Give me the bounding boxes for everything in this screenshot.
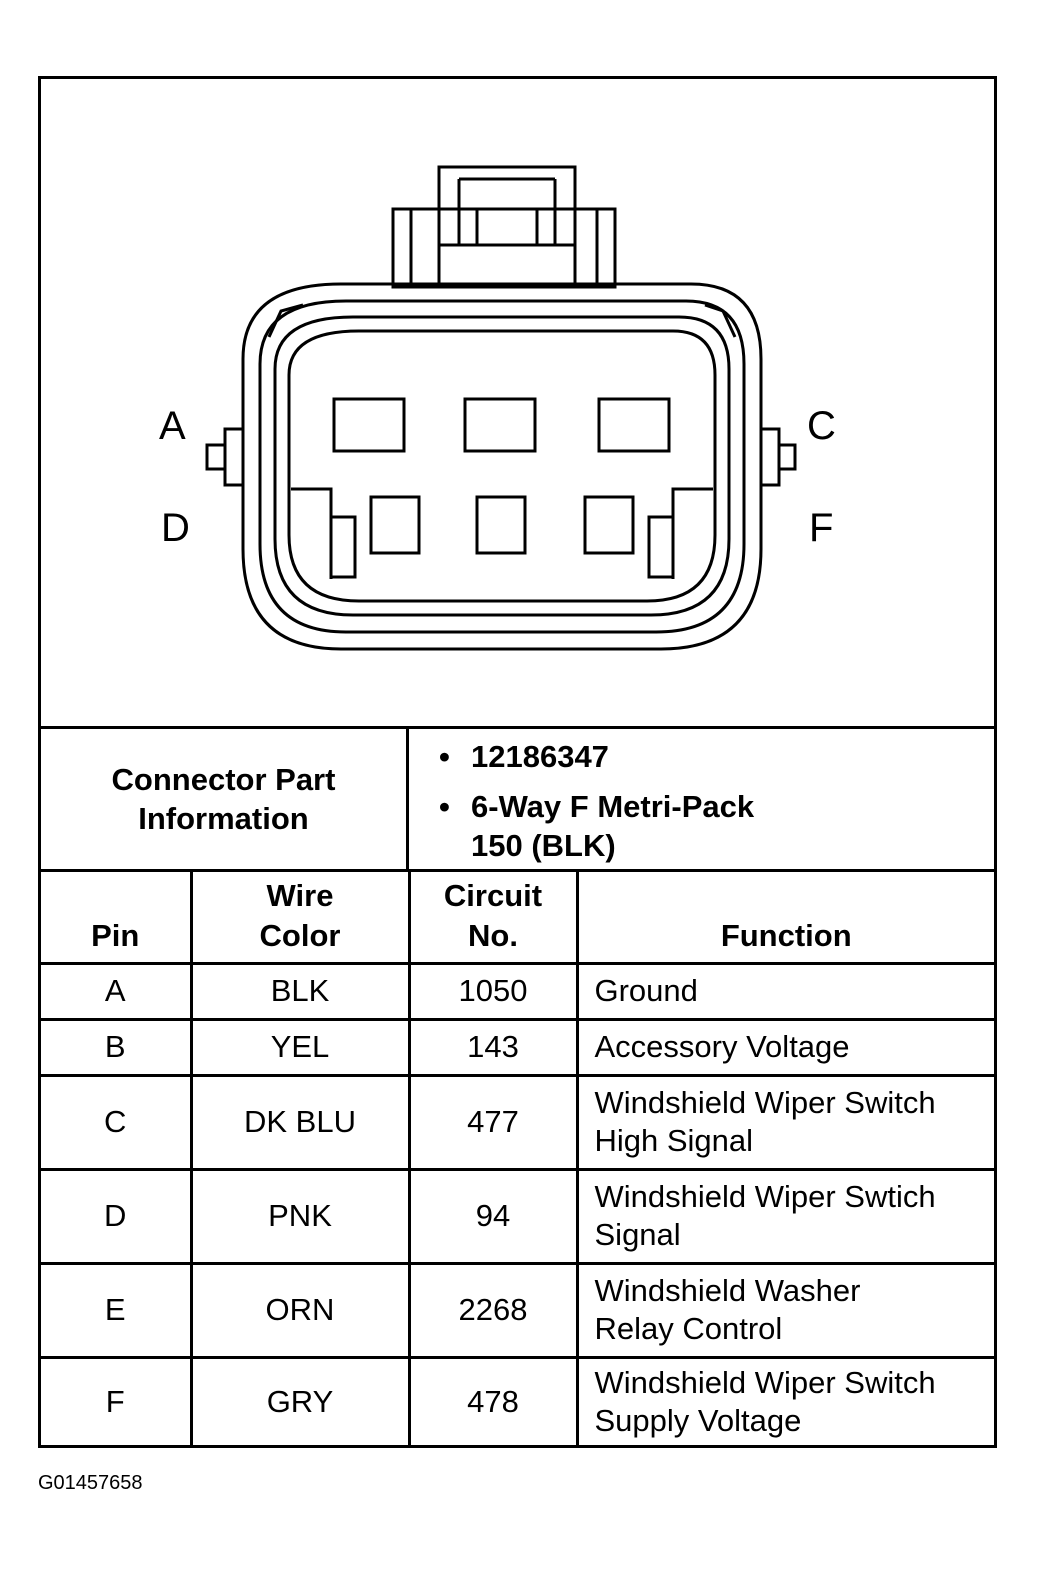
cell-function: Windshield Wiper Swtich Signal [575, 1167, 994, 1265]
left-lock-tab [267, 303, 304, 338]
cell-circuit: 477 [407, 1073, 579, 1171]
cell-function: Ground [575, 961, 994, 1021]
right-key-tab [759, 427, 781, 487]
cell-circuit: 94 [407, 1167, 579, 1265]
table-row: E ORN 2268 Windshield Washer Relay Contr… [41, 1261, 994, 1359]
cell-pin: A [41, 961, 193, 1021]
header-wire-color: Wire Color [189, 872, 411, 965]
terminal-cavity-c [597, 397, 671, 453]
terminal-cavity-d [369, 495, 421, 555]
cell-function: Windshield Washer Relay Control [575, 1261, 994, 1359]
cell-circuit: 1050 [407, 961, 579, 1021]
table-row: B YEL 143 Accessory Voltage [41, 1017, 994, 1077]
right-rib-block [647, 515, 675, 579]
table-row: A BLK 1050 Ground [41, 961, 994, 1021]
connector-type-item: • 6-Way F Metri-Pack 150 (BLK) [439, 787, 755, 865]
header-function: Function [575, 872, 994, 965]
cell-wire-color: BLK [189, 961, 411, 1021]
connector-drawing: A C D F [159, 165, 836, 651]
cell-pin: E [41, 1261, 193, 1359]
cell-wire-color: DK BLU [189, 1073, 411, 1171]
cell-pin: F [41, 1355, 193, 1445]
connector-latch [391, 165, 617, 289]
terminal-cavity-b [463, 397, 537, 453]
figure-id: G01457658 [38, 1472, 143, 1494]
part-number: 12186347 [471, 739, 609, 774]
connector-type: 6-Way F Metri-Pack 150 (BLK) [471, 789, 755, 863]
connector-part-info-values: • 12186347 • 6-Way F Metri-Pack 150 (BLK… [409, 729, 994, 869]
connector-frame: A C D F Connector Part Information • 121… [38, 76, 997, 1448]
connector-part-info: Connector Part Information • 12186347 • … [41, 726, 994, 872]
cell-circuit: 2268 [407, 1261, 579, 1359]
header-pin: Pin [41, 872, 193, 965]
cell-wire-color: PNK [189, 1167, 411, 1265]
cell-circuit: 143 [407, 1017, 579, 1077]
left-cavity-rib [291, 487, 333, 579]
pin-label-d: D [161, 506, 190, 550]
cell-pin: B [41, 1017, 193, 1077]
left-key-nub [205, 443, 227, 471]
connector-housing-outer [241, 282, 763, 651]
cell-wire-color: YEL [189, 1017, 411, 1077]
cell-pin: C [41, 1073, 193, 1171]
cell-function: Windshield Wiper Switch Supply Voltage [575, 1355, 994, 1445]
connector-cavity [287, 329, 717, 603]
cell-wire-color: GRY [189, 1355, 411, 1445]
terminal-cavity-a [332, 397, 406, 453]
right-key-nub [777, 443, 797, 471]
table-row: D PNK 94 Windshield Wiper Swtich Signal [41, 1167, 994, 1265]
right-lock-tab [704, 303, 737, 338]
part-number-item: • 12186347 [439, 737, 609, 776]
table-row: F GRY 478 Windshield Wiper Switch Supply… [41, 1355, 994, 1445]
terminal-cavity-e [475, 495, 527, 555]
pin-label-a: A [159, 404, 186, 448]
table-header-row: Pin Wire Color Circuit No. Function [41, 872, 994, 965]
pin-label-f: F [809, 506, 833, 550]
cell-wire-color: ORN [189, 1261, 411, 1359]
connector-face-diagram: A C D F [41, 79, 994, 727]
pin-function-table: Pin Wire Color Circuit No. Function A BL… [41, 872, 994, 1445]
connector-housing-inner [273, 315, 731, 617]
pin-label-c: C [807, 404, 836, 448]
header-circuit-no: Circuit No. [407, 872, 579, 965]
cell-function: Accessory Voltage [575, 1017, 994, 1077]
cell-pin: D [41, 1167, 193, 1265]
right-cavity-rib [671, 487, 713, 579]
connector-housing-ridge [258, 299, 746, 634]
left-key-tab [223, 427, 245, 487]
terminal-cavity-f [583, 495, 635, 555]
connector-part-info-heading: Connector Part Information [111, 762, 336, 836]
cell-circuit: 478 [407, 1355, 579, 1445]
bullet-icon: • [439, 789, 450, 824]
connector-part-info-label: Connector Part Information [41, 729, 409, 869]
left-rib-block [329, 515, 357, 579]
cell-function: Windshield Wiper Switch High Signal [575, 1073, 994, 1171]
table-row: C DK BLU 477 Windshield Wiper Switch Hig… [41, 1073, 994, 1171]
bullet-icon: • [439, 739, 450, 774]
